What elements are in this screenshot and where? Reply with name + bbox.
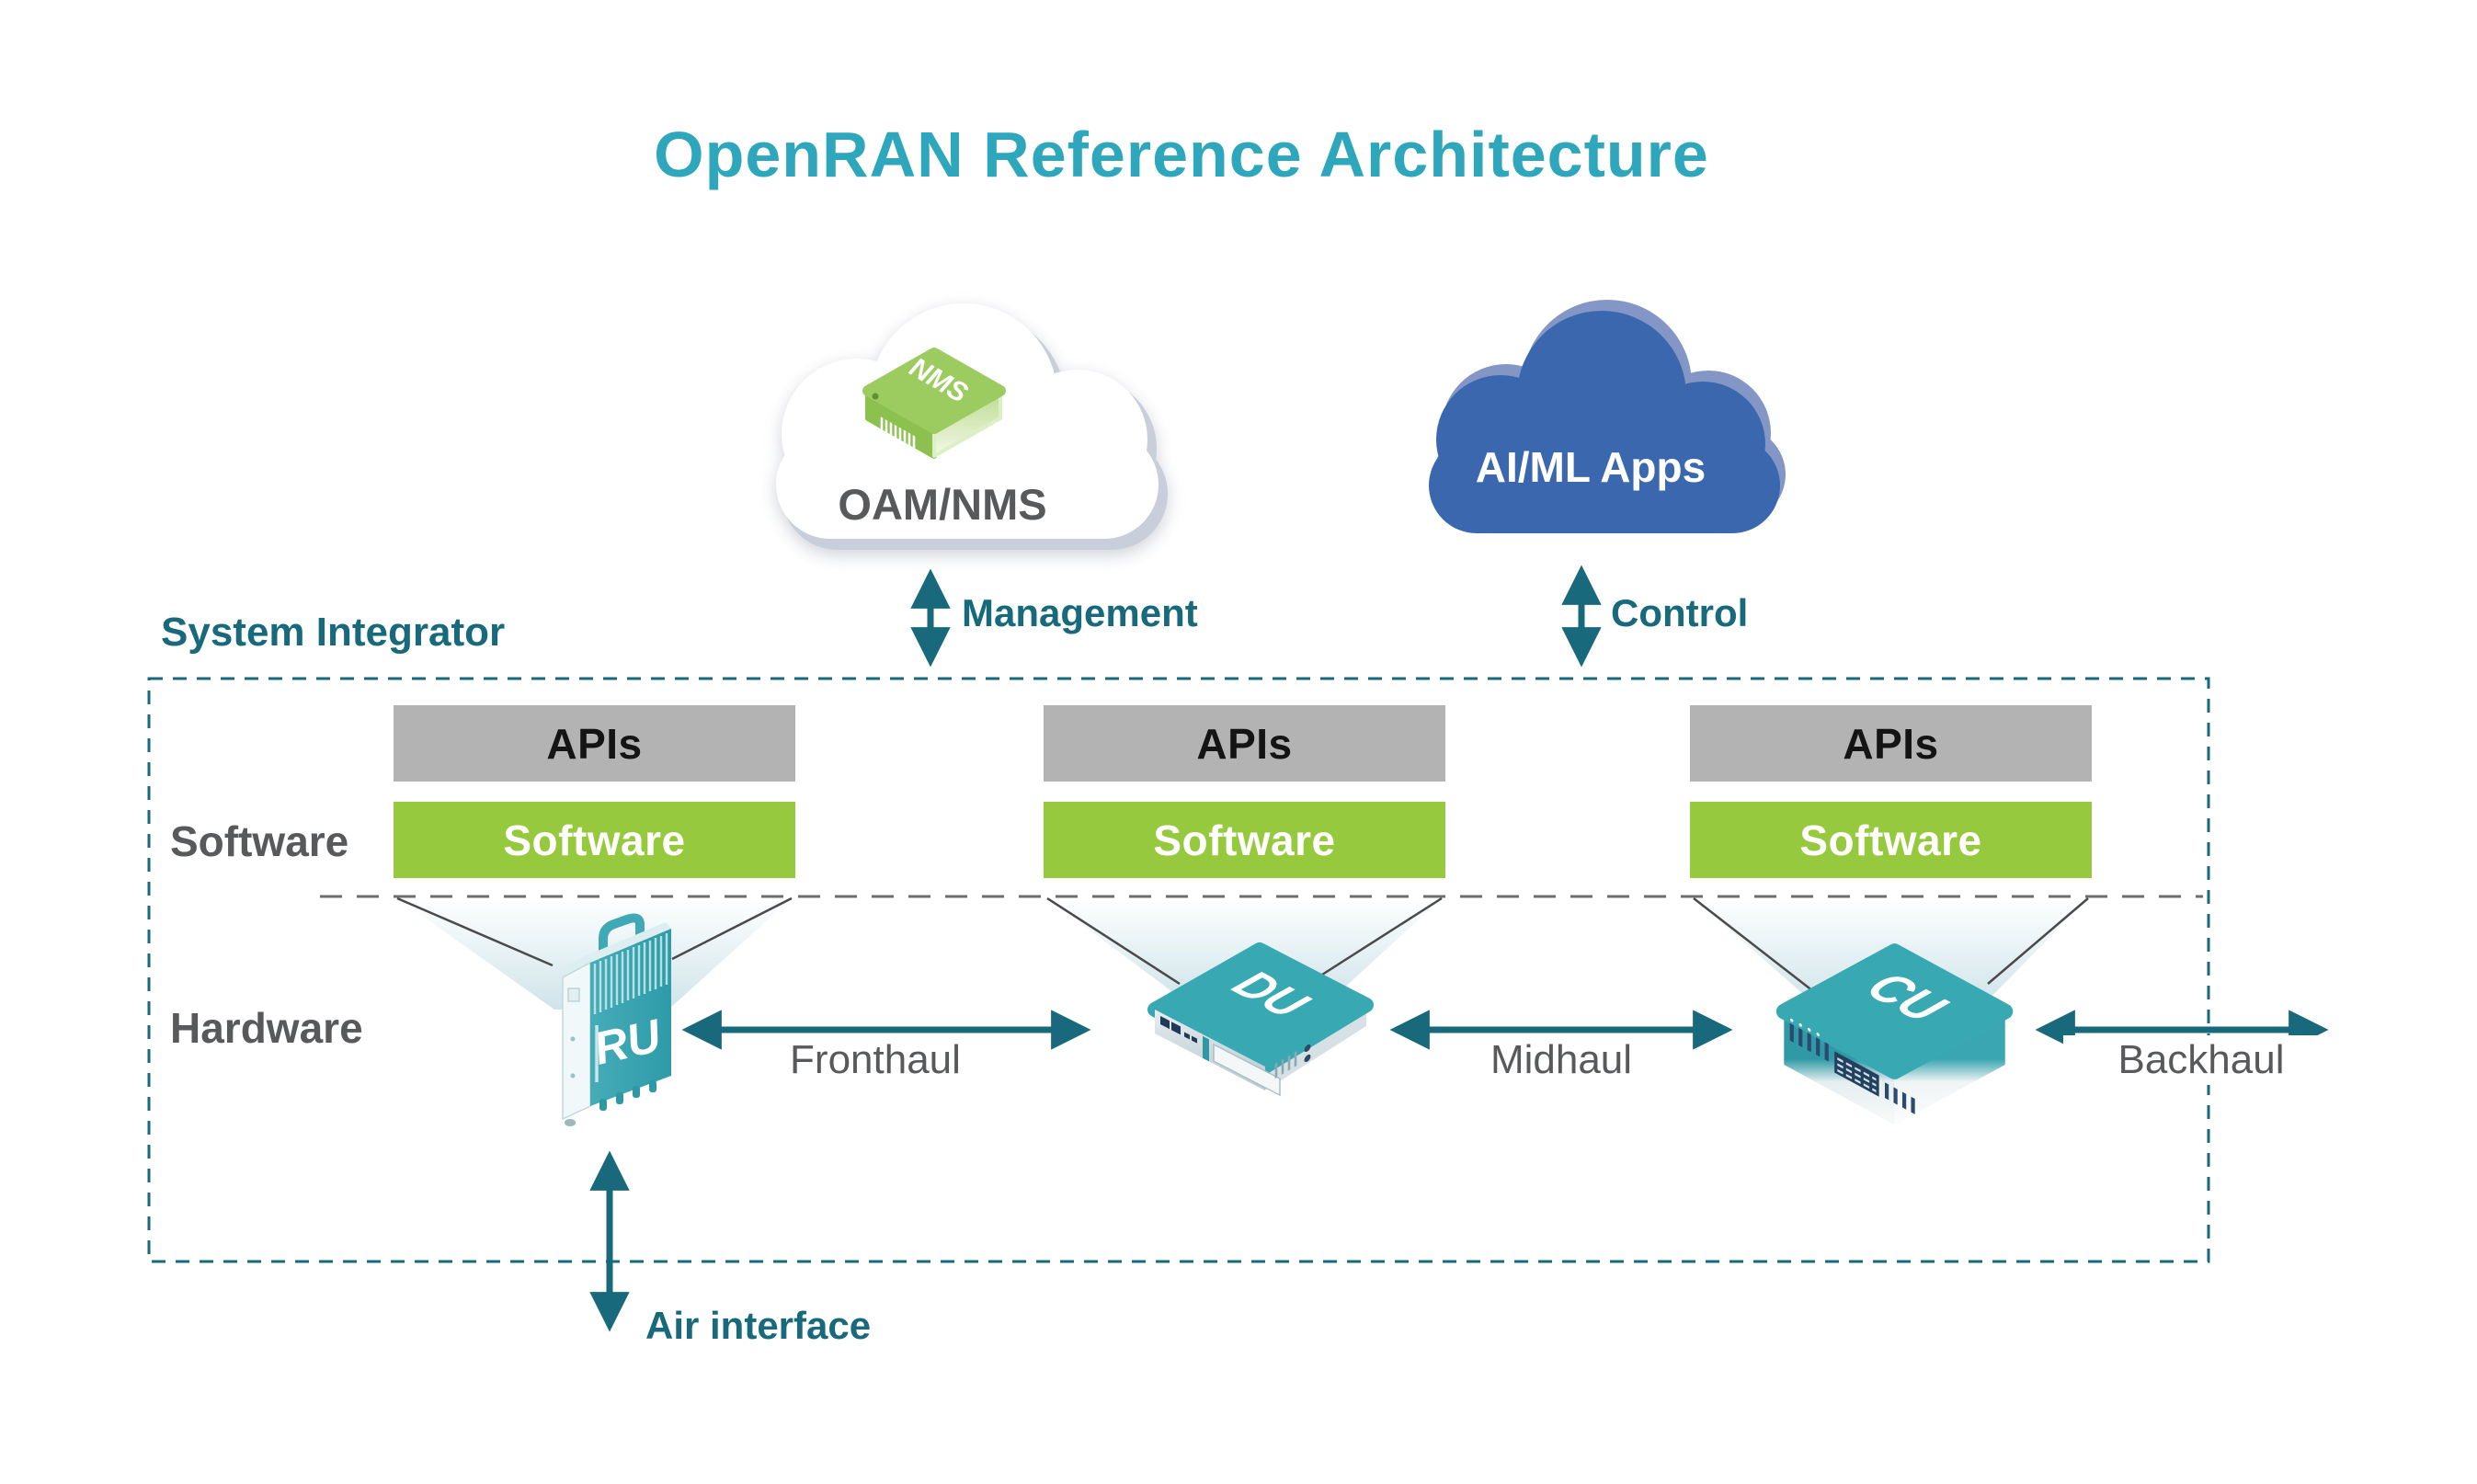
- midhaul-label: Midhaul: [1490, 1037, 1633, 1082]
- system-integrator-box: [147, 677, 2210, 1263]
- api-bar-du: APIs: [1044, 705, 1445, 782]
- nms-chip-icon: NMS: [862, 348, 1006, 459]
- api-bar-cu: APIs: [1690, 705, 2092, 782]
- cu-device-icon: CU: [1775, 943, 2014, 1125]
- ru-ports: [599, 1080, 656, 1111]
- software-layer-label: Software: [170, 817, 349, 865]
- ru-heatsink-fins: [593, 933, 668, 1014]
- hardware-layer-label: Hardware: [170, 1004, 363, 1052]
- aiml-cloud: AI/ML Apps: [1429, 300, 1786, 533]
- du-side-vents: [1274, 1044, 1311, 1079]
- air-interface-label: Air interface: [645, 1304, 872, 1347]
- ru-handle: [599, 913, 645, 962]
- system-integrator-label: System Integrator: [161, 610, 506, 655]
- cloud-body: [1429, 311, 1780, 533]
- software-bar-du: Software: [1044, 802, 1445, 878]
- du-front-ports: [1160, 1016, 1281, 1097]
- oam-nms-cloud-label: OAM/NMS: [838, 480, 1046, 529]
- software-bar-ru: Software: [394, 802, 795, 878]
- page-title: OpenRAN Reference Architecture: [654, 119, 1709, 190]
- backhaul-label: Backhaul: [2063, 1035, 2339, 1085]
- management-label: Management: [962, 591, 1198, 634]
- chip-led-dot: [872, 393, 879, 400]
- software-bar-cu: Software: [1690, 802, 2092, 878]
- control-label: Control: [1611, 591, 1749, 634]
- du-device-icon: DU: [1147, 942, 1374, 1097]
- aiml-cloud-label: AI/ML Apps: [1476, 443, 1706, 491]
- oam-nms-cloud: NMS OAM/NMS: [776, 303, 1168, 550]
- cu-front-ports: [1789, 1018, 1915, 1114]
- ru-device-icon: RU: [557, 913, 671, 1126]
- api-bar-ru: APIs: [394, 705, 795, 782]
- fronthaul-label: Fronthaul: [790, 1037, 961, 1082]
